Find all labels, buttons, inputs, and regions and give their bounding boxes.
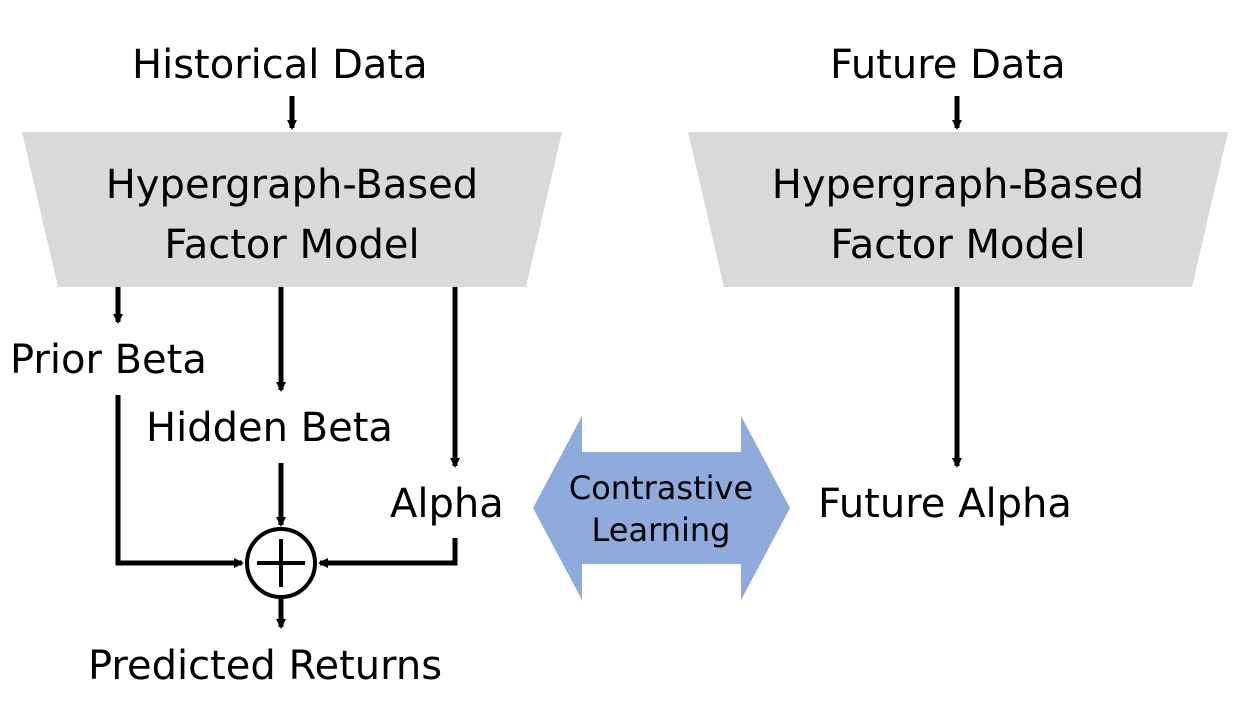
contrastive-learning-text: Contrastive Learning (536, 467, 786, 551)
right-model-title: Hypergraph-Based Factor Model (688, 155, 1228, 275)
left-model-block (22, 132, 562, 287)
historical-data-label: Historical Data (132, 42, 428, 88)
left-model-title: Hypergraph-Based Factor Model (22, 155, 562, 275)
hidden-beta-label: Hidden Beta (146, 405, 393, 451)
left-model-line2: Factor Model (164, 222, 420, 268)
arrow-alpha-to-sum (318, 538, 458, 568)
contrastive-line1: Contrastive (568, 469, 754, 507)
arrow-prior-beta-to-sum (115, 395, 244, 568)
predicted-returns-label: Predicted Returns (88, 643, 443, 689)
future-data-label: Future Data (830, 42, 1066, 88)
right-model-block (688, 132, 1228, 287)
right-model-line1: Hypergraph-Based (771, 162, 1145, 208)
left-model-line1: Hypergraph-Based (105, 162, 479, 208)
right-model-line2: Factor Model (830, 222, 1086, 268)
alpha-label: Alpha (390, 481, 504, 527)
prior-beta-label: Prior Beta (10, 337, 207, 383)
future-alpha-label: Future Alpha (818, 481, 1072, 527)
contrastive-double-arrow (533, 416, 790, 600)
contrastive-line2: Learning (591, 511, 731, 549)
